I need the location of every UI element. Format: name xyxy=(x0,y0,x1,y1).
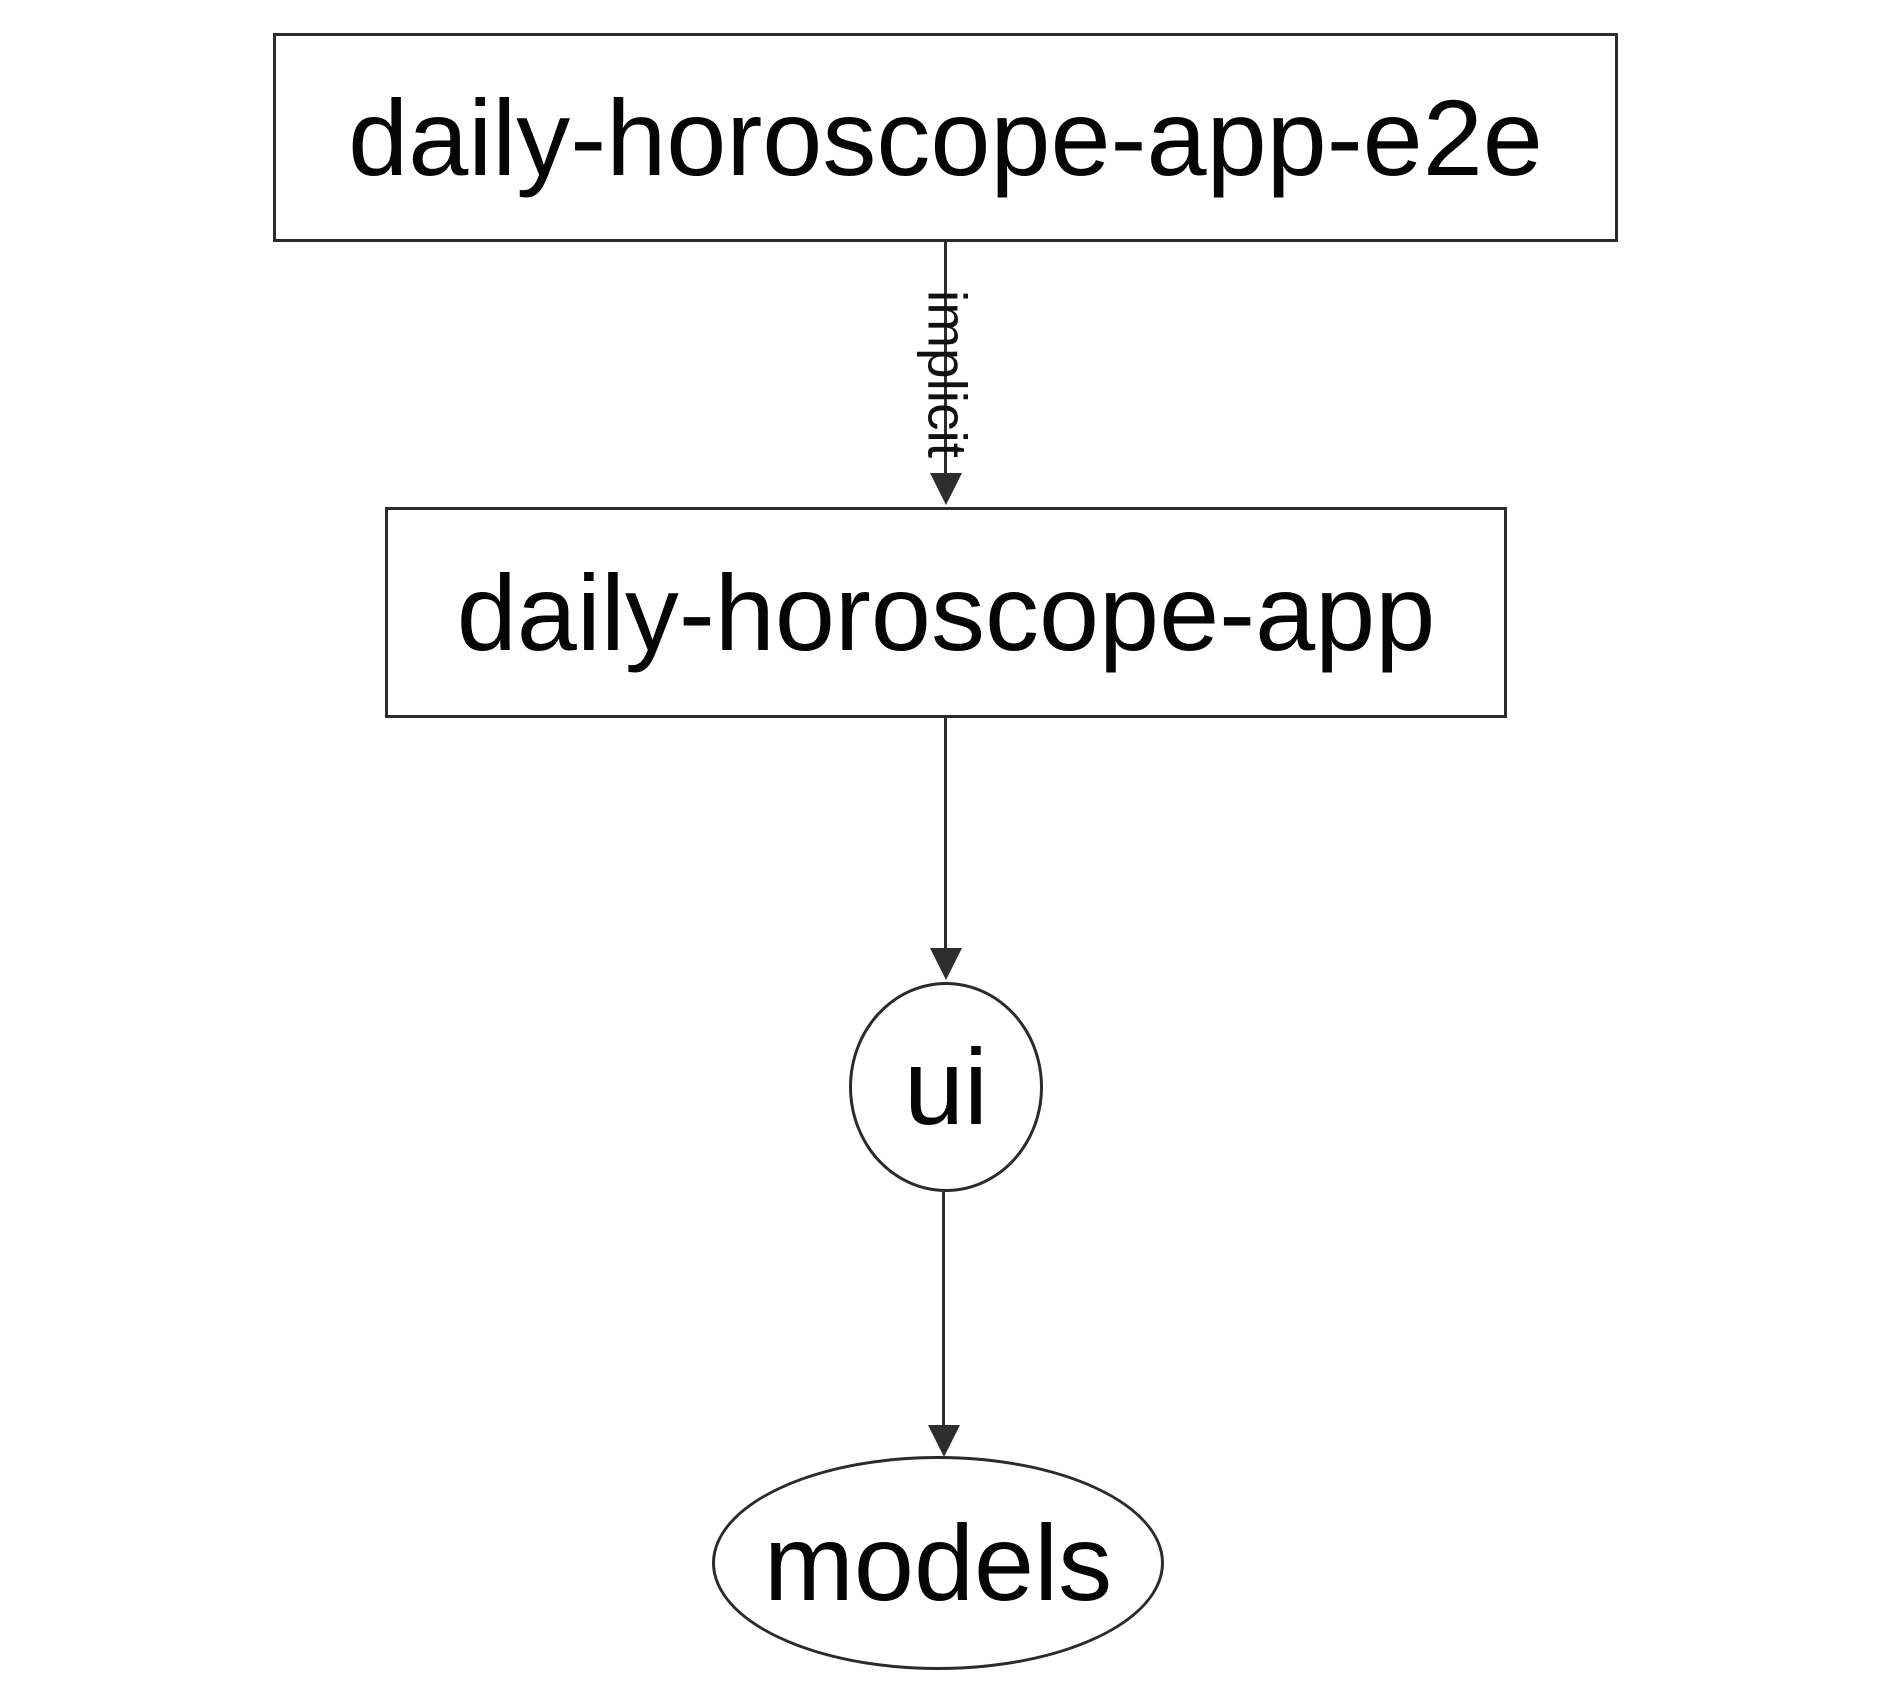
edge-e2e-to-app-line xyxy=(944,242,947,475)
node-daily-horoscope-app-e2e[interactable]: daily-horoscope-app-e2e xyxy=(273,33,1618,242)
node-daily-horoscope-app[interactable]: daily-horoscope-app xyxy=(385,507,1507,718)
edge-ui-to-models-line xyxy=(942,1192,945,1427)
node-models[interactable]: models xyxy=(712,1456,1164,1670)
node-label-daily-horoscope-app: daily-horoscope-app xyxy=(456,551,1436,673)
node-ui[interactable]: ui xyxy=(849,982,1043,1192)
arrowhead-down-icon xyxy=(928,1425,960,1457)
edge-app-to-ui-line xyxy=(944,718,947,952)
node-label-ui: ui xyxy=(903,1026,989,1147)
arrowhead-down-icon xyxy=(930,473,962,505)
edge-label-implicit: implicit xyxy=(916,289,979,459)
node-label-daily-horoscope-app-e2e: daily-horoscope-app-e2e xyxy=(348,76,1543,198)
node-label-models: models xyxy=(763,1502,1113,1623)
arrowhead-down-icon xyxy=(930,948,962,980)
